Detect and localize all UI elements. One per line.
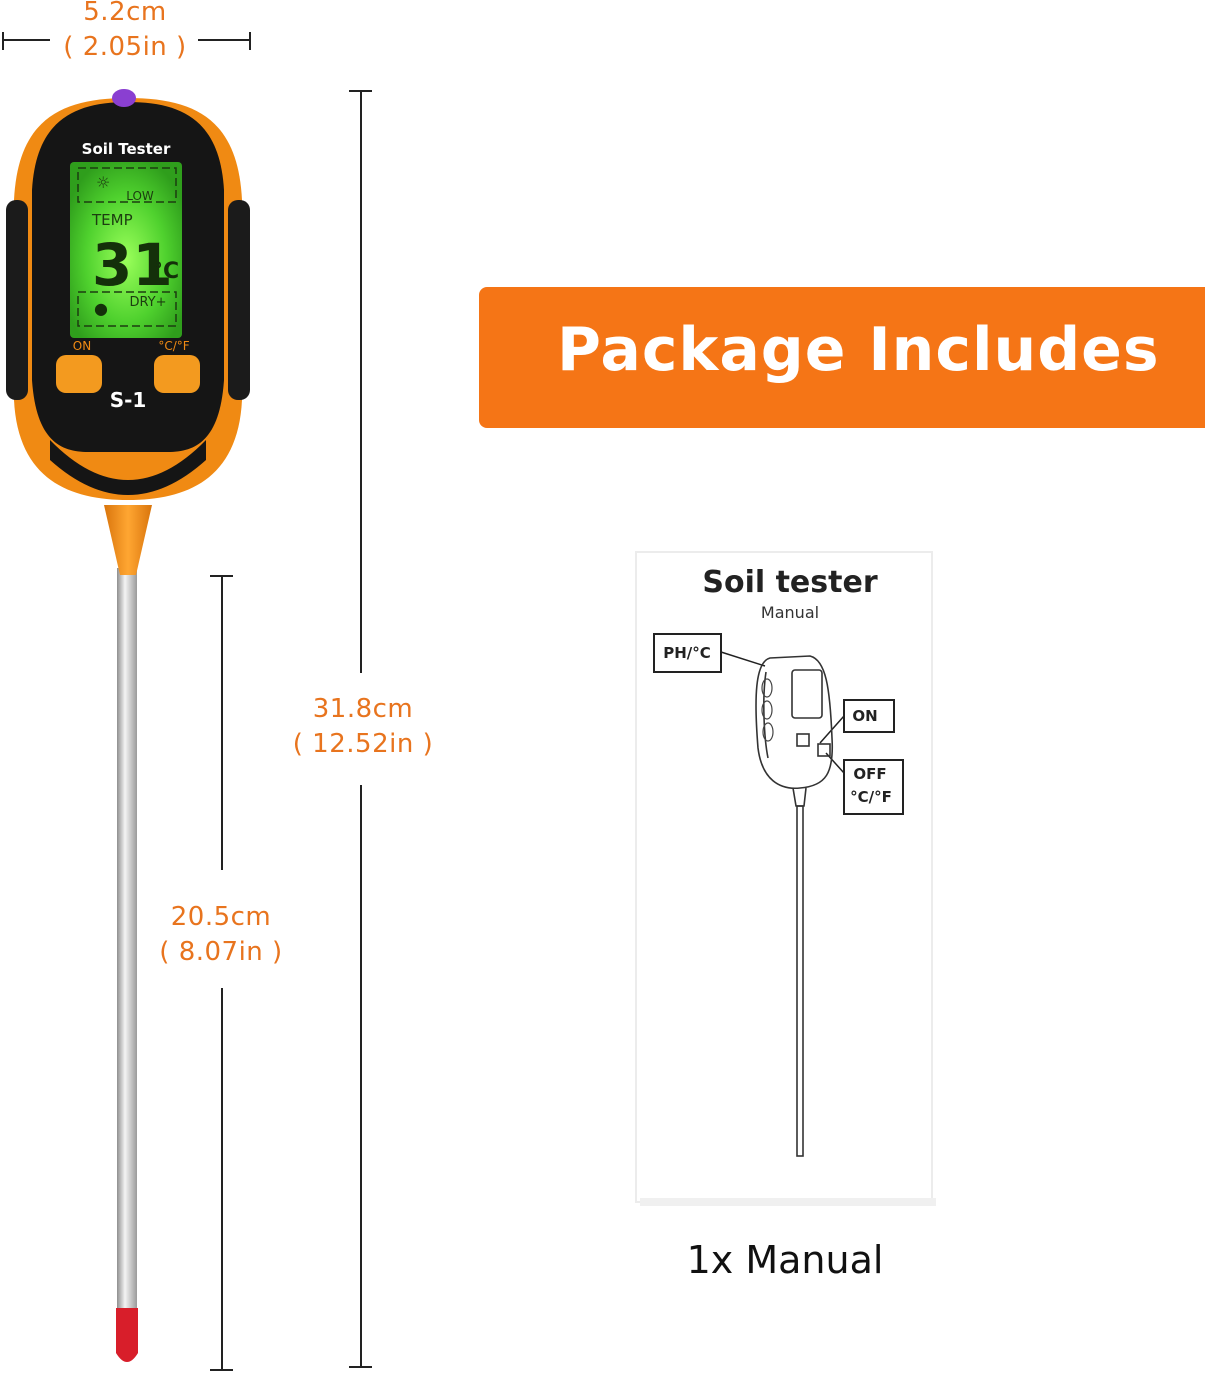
width-in: ( 2.05in ) bbox=[63, 32, 187, 62]
callout-off: OFF bbox=[853, 765, 886, 783]
device-neck bbox=[104, 505, 152, 575]
unit-button-label: °C/°F bbox=[158, 339, 189, 353]
on-button-label: ON bbox=[73, 339, 91, 353]
width-dimension-lines bbox=[2, 32, 251, 50]
width-dimension-label: 5.2cm ( 2.05in ) bbox=[40, 0, 210, 65]
package-includes-banner: Package Includes bbox=[479, 287, 1205, 428]
top-indicator bbox=[112, 89, 136, 107]
height-dimension-label: 31.8cm ( 12.52in ) bbox=[278, 692, 448, 762]
callout-unit: °C/°F bbox=[850, 788, 892, 806]
lcd-temp: TEMP bbox=[91, 211, 133, 229]
probe-tip bbox=[116, 1308, 138, 1362]
callout-on: ON bbox=[852, 707, 877, 725]
height-cm: 31.8cm bbox=[312, 694, 414, 724]
lcd-unit: °C bbox=[152, 259, 179, 284]
banner-title: Package Includes bbox=[557, 315, 1160, 385]
lcd-reading: 31 bbox=[92, 231, 173, 299]
lcd-screen bbox=[70, 162, 182, 338]
width-cm: 5.2cm bbox=[83, 0, 167, 27]
soil-tester-device: Soil Tester ☼ LOW TEMP 31 °C ● DRY+ ON °… bbox=[6, 89, 250, 1362]
device-brand-label: Soil Tester bbox=[82, 140, 171, 158]
device-model: S-1 bbox=[110, 388, 147, 412]
probe-dimension-label: 20.5cm ( 8.07in ) bbox=[136, 900, 306, 970]
manual-title: Soil tester bbox=[702, 565, 877, 600]
probe-cm: 20.5cm bbox=[170, 902, 272, 932]
callout-ph: PH/°C bbox=[663, 644, 711, 662]
lcd-low: LOW bbox=[126, 189, 154, 203]
height-dimension-lines bbox=[349, 90, 372, 1368]
probe-in: ( 8.07in ) bbox=[159, 937, 283, 967]
manual-caption: 1x Manual bbox=[686, 1238, 884, 1282]
probe-rod bbox=[117, 568, 137, 1308]
unit-button bbox=[154, 355, 200, 393]
height-in: ( 12.52in ) bbox=[292, 729, 434, 759]
probe-dimension-lines bbox=[210, 575, 233, 1371]
water-drop-icon: ● bbox=[94, 299, 108, 318]
lcd-dry: DRY+ bbox=[129, 295, 166, 310]
manual-booklet: Soil tester Manual PH/°C ON OFF °C/°F bbox=[635, 551, 936, 1206]
sun-icon: ☼ bbox=[96, 173, 110, 192]
on-button bbox=[56, 355, 102, 393]
manual-subtitle: Manual bbox=[761, 603, 819, 622]
